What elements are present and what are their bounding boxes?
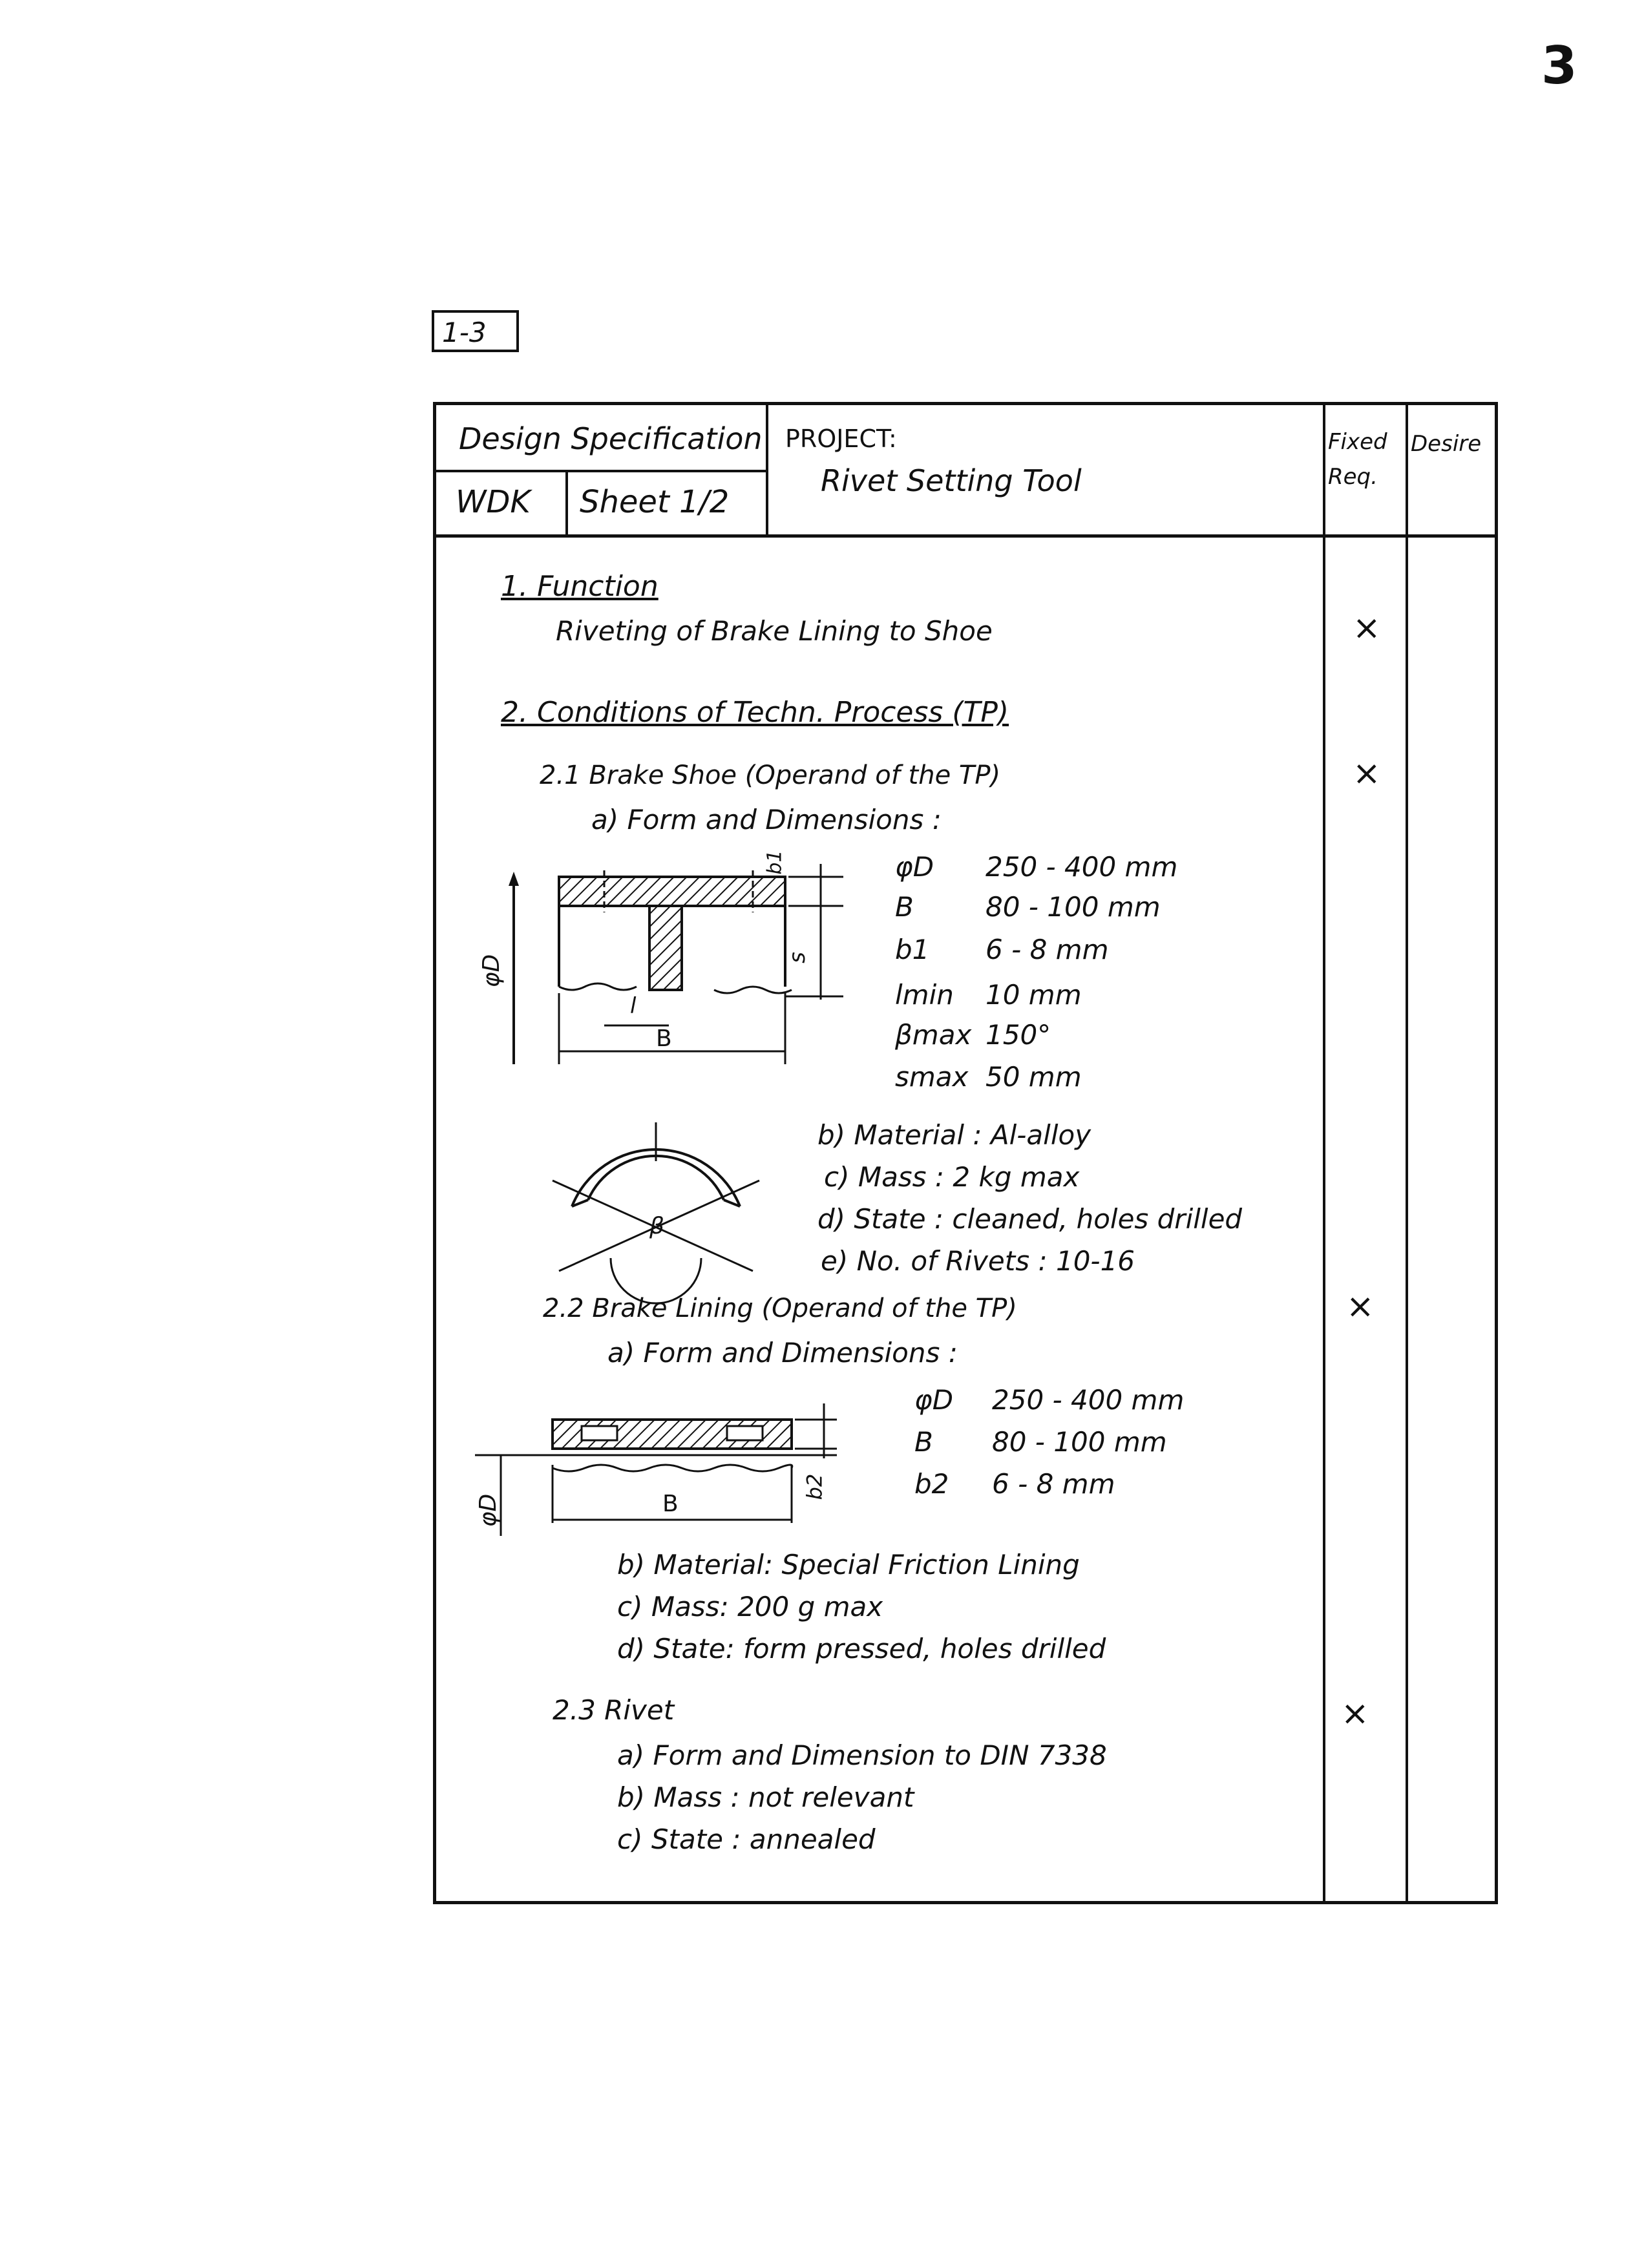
dim-21-sym-4: βmax (895, 1019, 972, 1051)
fig21-label-b1: b1 (763, 850, 786, 875)
fig21-label-s: s (784, 952, 810, 963)
section-23-mark: × (1341, 1694, 1369, 1733)
reference-box-label: 1-3 (442, 317, 487, 348)
doc-type: Design Specification (459, 421, 763, 456)
section-22-b: b) Material: Special Friction Lining (617, 1549, 1080, 1580)
dim-22-val-1: 80 - 100 mm (992, 1426, 1167, 1458)
brake-shoe-section-figure (509, 864, 843, 1064)
header-vline-1 (766, 405, 768, 534)
section-22-mark: × (1346, 1287, 1375, 1326)
section-23-a: a) Form and Dimension to DIN 7338 (617, 1739, 1107, 1771)
dim-22-val-2: 6 - 8 mm (992, 1468, 1115, 1500)
dim-21-sym-0: φD (895, 851, 934, 883)
fig21-label-b: B (656, 1025, 672, 1052)
reference-box: 1-3 (432, 310, 519, 352)
section-21-d: d) State : cleaned, holes drilled (817, 1203, 1243, 1235)
dim-22-val-0: 250 - 400 mm (992, 1384, 1185, 1416)
section-21-e: e) No. of Rivets : 10-16 (821, 1245, 1135, 1277)
section-22-a: a) Form and Dimensions : (607, 1337, 958, 1369)
section-23-c: c) State : annealed (617, 1823, 876, 1855)
dim-21-val-3: 10 mm (985, 979, 1082, 1011)
org: WDK (456, 484, 531, 520)
section-23-b: b) Mass : not relevant (617, 1781, 914, 1813)
dim-21-sym-3: lmin (895, 979, 954, 1011)
section-22-title: 2.2 Brake Lining (Operand of the TP) (543, 1294, 1017, 1323)
fig21-label-beta: β (649, 1213, 664, 1239)
fixed-col-line (1323, 405, 1325, 1904)
col-fixed-req: Fixed Req. (1328, 429, 1387, 490)
fig21-label-l: l (630, 993, 637, 1019)
project-name: Rivet Setting Tool (821, 463, 1082, 498)
header-divider (436, 534, 1495, 538)
brake-lining-figure (475, 1403, 837, 1536)
section-22-c: c) Mass: 200 g max (617, 1591, 883, 1622)
fig21-label-phi-d: φD (478, 954, 505, 988)
section-21-a: a) Form and Dimensions : (591, 804, 942, 835)
section-21-b: b) Material : Al-alloy (817, 1119, 1091, 1151)
brake-shoe-arc-figure (552, 1122, 760, 1305)
dim-21-val-2: 6 - 8 mm (985, 934, 1109, 965)
fig22-label-phi-d: φD (475, 1493, 502, 1528)
spec-form: Design Specification WDK Sheet 1/2 PROJE… (433, 402, 1498, 1904)
section-2-title: 2. Conditions of Techn. Process (TP) (501, 696, 1009, 729)
dim-21-val-0: 250 - 400 mm (985, 851, 1178, 883)
section-22-d: d) State: form pressed, holes drilled (617, 1633, 1106, 1664)
header-hline-left (436, 470, 766, 472)
section-1-text: Riveting of Brake Lining to Shoe (556, 615, 993, 647)
project-label: PROJECT: (785, 425, 897, 453)
desire-col-line (1406, 405, 1408, 1904)
dim-22-sym-0: φD (914, 1384, 954, 1416)
dim-21-sym-1: B (895, 891, 914, 923)
dim-21-sym-2: b1 (895, 934, 930, 965)
dim-21-val-1: 80 - 100 mm (985, 891, 1161, 923)
sheet: Sheet 1/2 (580, 484, 730, 520)
dim-21-sym-5: smax (895, 1061, 969, 1093)
dim-21-val-4: 150° (985, 1019, 1051, 1051)
dim-21-val-5: 50 mm (985, 1061, 1082, 1093)
section-1-title: 1. Function (501, 570, 659, 603)
fig22-label-b2: b2 (802, 1473, 827, 1500)
fig22-label-b: B (662, 1491, 679, 1517)
section-23-title: 2.3 Rivet (553, 1694, 675, 1726)
dim-22-sym-1: B (914, 1426, 933, 1458)
header-vline-wdk (565, 470, 568, 534)
dim-22-sym-2: b2 (914, 1468, 949, 1500)
section-1-mark: × (1353, 609, 1381, 647)
page-number: 3 (1541, 36, 1577, 96)
section-21-mark: × (1353, 754, 1381, 793)
section-21-c: c) Mass : 2 kg max (824, 1161, 1080, 1193)
section-21-title: 2.1 Brake Shoe (Operand of the TP) (540, 761, 1001, 790)
col-desire: Desire (1411, 431, 1482, 457)
